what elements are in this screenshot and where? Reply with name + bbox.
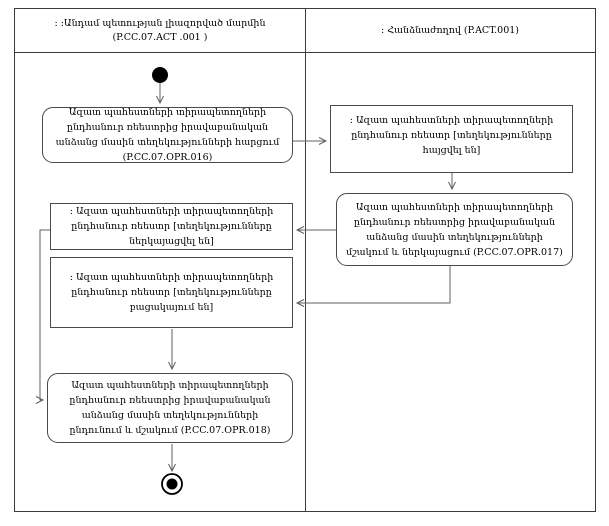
flow-submitted-to-opr018 bbox=[35, 229, 50, 404]
header-divider bbox=[14, 52, 596, 53]
flow-opr017-to-absent bbox=[295, 266, 451, 307]
object-node-info-requested: : Ազատ պահեստների տիրապետողների ընդհանու… bbox=[330, 105, 573, 173]
final-node bbox=[166, 478, 178, 490]
node-label: : Ազատ պահեստների տիրապետողների ընդհանու… bbox=[69, 206, 274, 247]
activity-node-opr016: Ազատ պահեստների տիրապետողների ընդհանուր … bbox=[42, 107, 293, 163]
lane-title: : :Անդամ պետության լիազորված մարմին (P.C… bbox=[54, 17, 266, 43]
node-label: : Ազատ պահեստների տիրապետողների ընդհանու… bbox=[69, 272, 274, 313]
node-label: : Ազատ պահեստների տիրապետողների ընդհանու… bbox=[349, 115, 554, 156]
activity-node-opr017: Ազատ պահեստների տիրապետողների ընդհանուր … bbox=[336, 193, 573, 266]
swimlane-divider bbox=[305, 8, 306, 512]
node-label: Ազատ պահեստների տիրապետողների ընդհանուր … bbox=[55, 107, 280, 163]
lane-header-commission: : Հանձնաժողով (P.ACT.001) bbox=[306, 9, 594, 52]
activity-node-opr018: Ազատ պահեստների տիրապետողների ընդհանուր … bbox=[47, 373, 293, 443]
lane-header-member-state: : :Անդամ պետության լիազորված մարմին (P.C… bbox=[15, 9, 305, 52]
node-label: Ազատ պահեստների տիրապետողների ընդհանուր … bbox=[69, 380, 271, 436]
object-node-info-absent: : Ազատ պահեստների տիրապետողների ընդհանու… bbox=[50, 257, 293, 328]
node-label: Ազատ պահեստների տիրապետողների ընդհանուր … bbox=[346, 201, 563, 258]
lane-title: : Հանձնաժողով (P.ACT.001) bbox=[380, 24, 519, 36]
object-node-info-submitted: : Ազատ պահեստների տիրապետողների ընդհանու… bbox=[50, 203, 293, 250]
initial-node bbox=[152, 67, 168, 83]
